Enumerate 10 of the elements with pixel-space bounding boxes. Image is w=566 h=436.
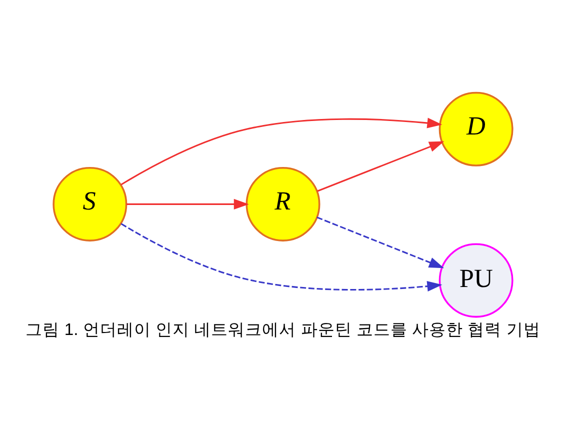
arrow — [120, 117, 442, 185]
arrow — [316, 216, 444, 268]
arrow — [317, 140, 444, 192]
node-circle: S — [52, 166, 128, 241]
arrow — [126, 198, 249, 209]
node-circle: D — [438, 91, 514, 166]
caption: 그림 1. 언더레이 인지 네트워크에서 파운틴 코드를 사용한 협력 기법 — [26, 319, 540, 338]
node-circle: R — [246, 166, 320, 241]
node-circle: PU — [438, 242, 514, 318]
arrow — [120, 222, 442, 291]
